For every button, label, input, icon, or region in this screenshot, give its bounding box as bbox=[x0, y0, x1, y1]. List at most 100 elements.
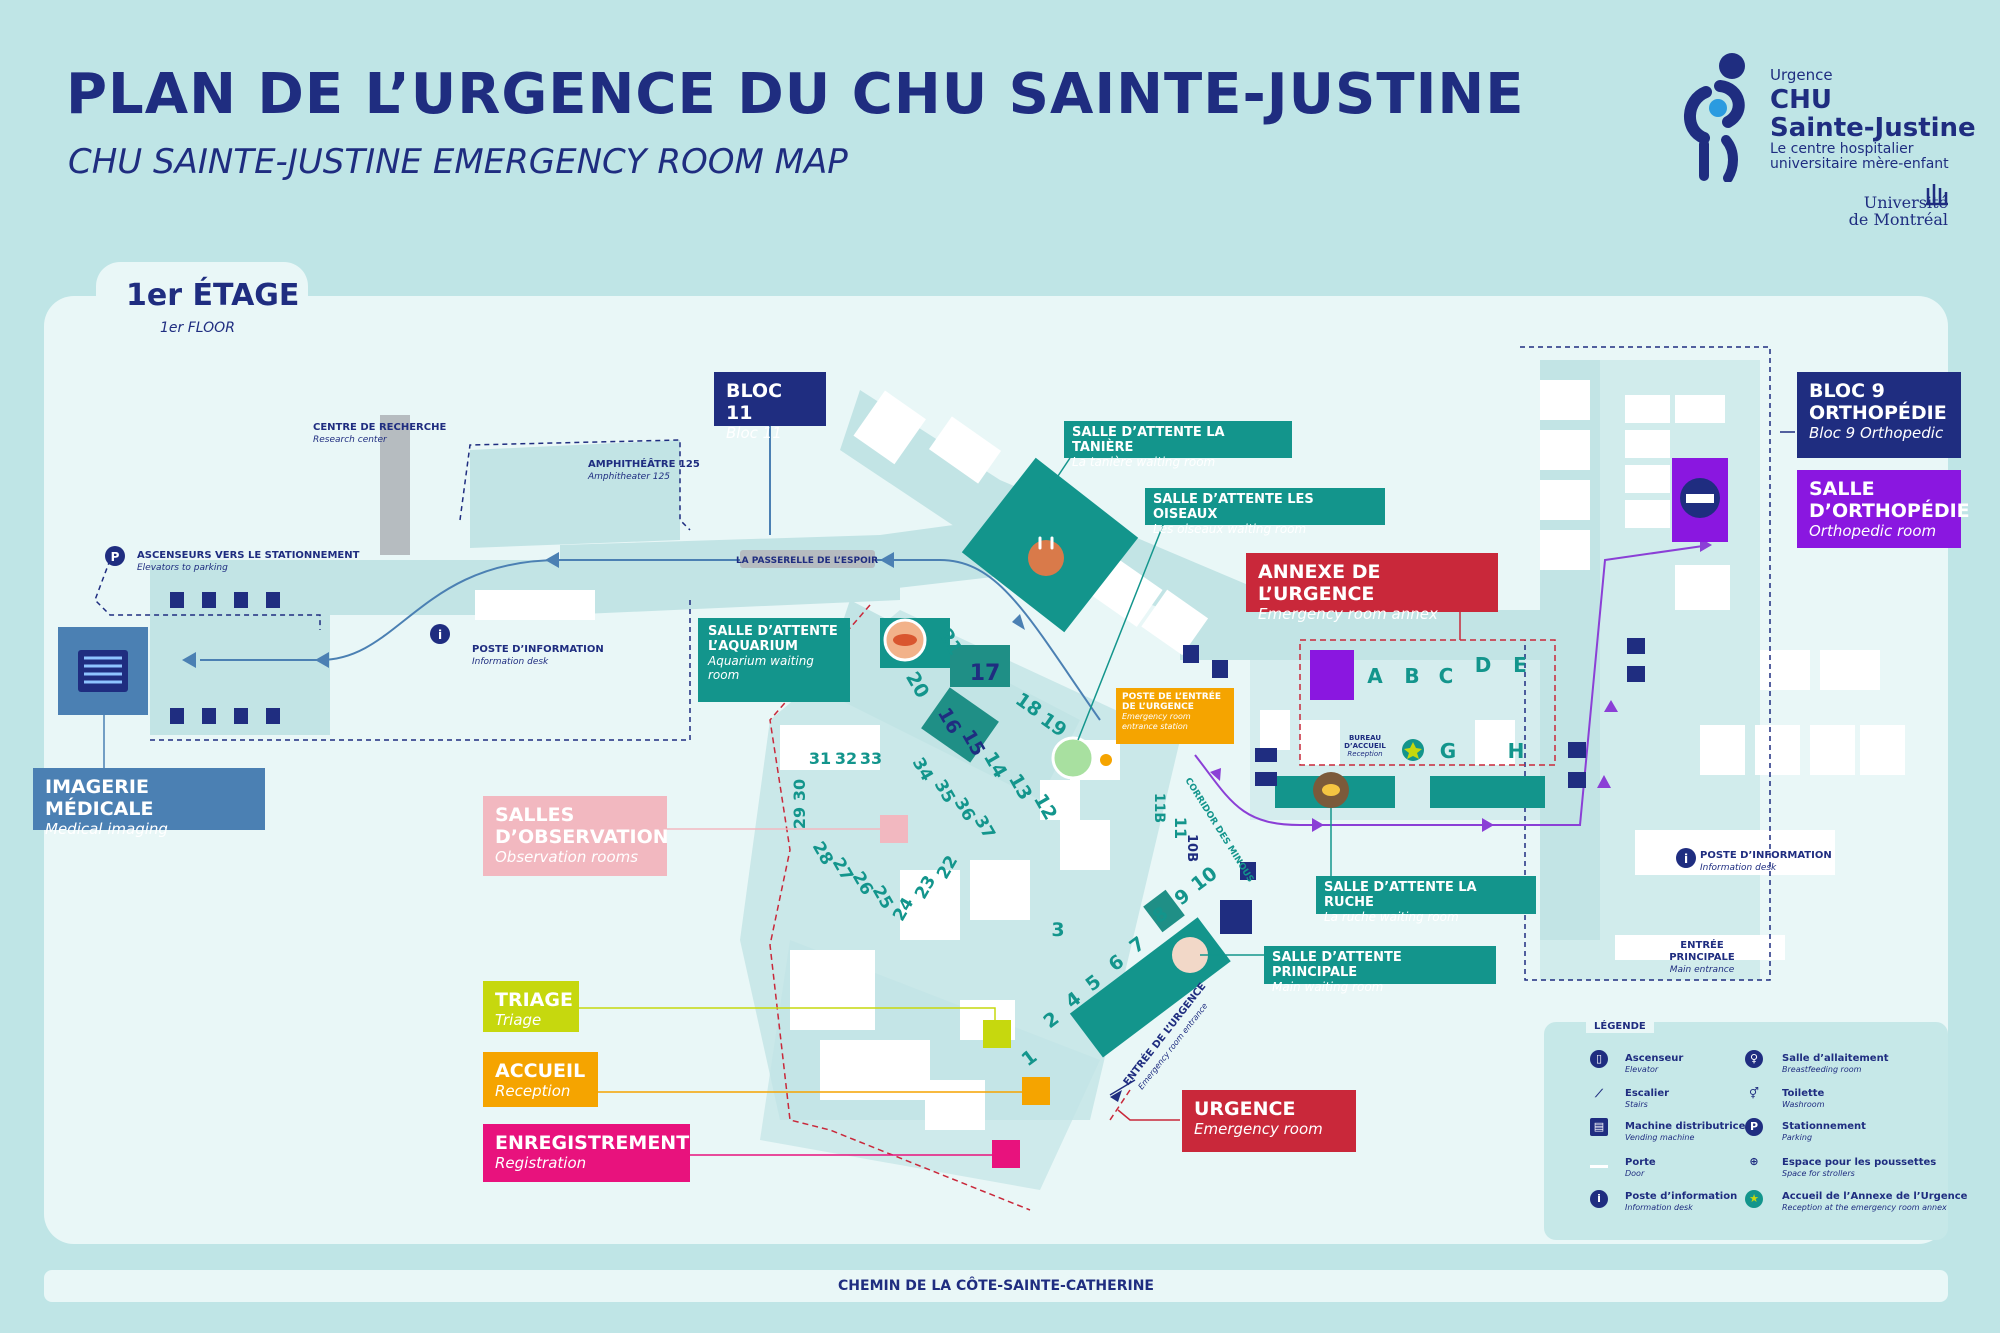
page-subtitle: CHU SAINTE-JUSTINE EMERGENCY ROOM MAP bbox=[68, 142, 848, 182]
registration-marker bbox=[992, 1140, 1020, 1168]
legend-label-en: Door bbox=[1625, 1169, 1645, 1178]
accueil-fr: ACCUEIL bbox=[495, 1060, 586, 1082]
udem-crest-icon bbox=[1926, 184, 1948, 206]
amphitheater-fr: AMPHITHÉÂTRE 125 bbox=[588, 459, 700, 470]
taniere-fr: SALLE D’ATTENTE LA TANIÈRE bbox=[1072, 425, 1225, 455]
floor-label: 1er ÉTAGE bbox=[126, 278, 300, 313]
room-label: 10B bbox=[1184, 834, 1199, 862]
annex-purple-sign bbox=[1310, 650, 1354, 700]
room-label: 3 bbox=[1051, 919, 1064, 941]
room-block bbox=[380, 415, 410, 555]
taniere-tag: SALLE D’ATTENTE LA TANIÈRE La tanière wa… bbox=[1064, 421, 1292, 469]
room-block bbox=[1625, 430, 1670, 458]
page-title: PLAN DE L’URGENCE DU CHU SAINTE-JUSTINE bbox=[66, 62, 1525, 127]
legend-label: Machine distributrice bbox=[1625, 1121, 1746, 1132]
vending-icon bbox=[1255, 772, 1277, 786]
room-block bbox=[1810, 725, 1855, 775]
entrance-station-tag: POSTE DE L’ENTRÉE DE L’URGENCE Emergency… bbox=[1116, 688, 1234, 744]
room-15-16-highlight bbox=[921, 687, 999, 763]
info-desk-fr: POSTE D’INFORMATION bbox=[472, 644, 604, 655]
entrance-station-fr: POSTE DE L’ENTRÉE DE L’URGENCE bbox=[1122, 692, 1222, 712]
imaging-en: Medical imaging bbox=[45, 820, 168, 838]
imaging-tag: IMAGERIE MÉDICALE Medical imaging bbox=[33, 768, 265, 838]
arrow-right bbox=[1312, 818, 1324, 832]
main-entrance-en: Main entrance bbox=[1669, 965, 1735, 975]
bloc9-en: Bloc 9 Orthopedic bbox=[1809, 424, 1944, 442]
legend-label-en: Vending machine bbox=[1625, 1133, 1695, 1142]
room-label: H bbox=[1508, 739, 1525, 763]
svg-text:i: i bbox=[1684, 852, 1688, 866]
room-block bbox=[970, 860, 1030, 920]
main-waiting-icon bbox=[1172, 937, 1208, 973]
arrow-up bbox=[1597, 775, 1611, 788]
ruche-tag: SALLE D’ATTENTE LA RUCHE La ruche waitin… bbox=[1316, 876, 1536, 924]
udem-line-2: de Montréal bbox=[1848, 210, 1948, 229]
service-icons bbox=[170, 592, 1645, 880]
oiseaux-en: Les oiseaux waiting room bbox=[1153, 522, 1307, 536]
room-block bbox=[1540, 380, 1590, 420]
room-block bbox=[820, 1040, 930, 1100]
ortho-en: Orthopedic room bbox=[1809, 522, 1937, 540]
legend-label-en: Information desk bbox=[1625, 1203, 1693, 1212]
room-block bbox=[1040, 780, 1080, 820]
urgence-fr: URGENCE bbox=[1194, 1098, 1296, 1120]
door-icon bbox=[1568, 772, 1586, 788]
imaging-fr: IMAGERIE MÉDICALE bbox=[45, 776, 154, 820]
triage-en: Triage bbox=[495, 1011, 542, 1029]
svg-text:i: i bbox=[438, 628, 442, 642]
annexe-en: Emergency room annex bbox=[1258, 605, 1438, 623]
room-block bbox=[1625, 500, 1670, 528]
elevator-icon: ▯ bbox=[1590, 1050, 1608, 1068]
elevator-icon bbox=[202, 592, 216, 608]
elevators-en: Elevators to parking bbox=[137, 563, 228, 573]
breastfeeding-icon: ♀ bbox=[1745, 1050, 1763, 1068]
bloc9-fr: BLOC 9 ORTHOPÉDIE bbox=[1809, 380, 1947, 424]
door-icon bbox=[1627, 666, 1645, 682]
room-label: 10 bbox=[1187, 862, 1221, 895]
room-block bbox=[1675, 395, 1725, 423]
annex-waiting-area bbox=[1430, 776, 1545, 808]
room-block bbox=[1615, 935, 1785, 960]
chu-logo-icon bbox=[1684, 53, 1745, 182]
outline-elevators bbox=[94, 559, 321, 630]
legend-label-en: Elevator bbox=[1625, 1065, 1659, 1074]
principale-en: Main waiting room bbox=[1272, 980, 1384, 994]
room-9-tile bbox=[1220, 900, 1252, 934]
room-label: 33 bbox=[860, 749, 882, 768]
bloc11-fr: BLOC 11 bbox=[726, 380, 783, 424]
logo-chu: CHU Sainte-Justine bbox=[1770, 86, 1976, 142]
svg-text:P: P bbox=[111, 550, 120, 564]
reception-desk-label: BUREAU D’ACCUEIL Reception bbox=[1335, 734, 1395, 758]
corridor-label: CORRIDOR DES MINOUS bbox=[1182, 776, 1255, 884]
registration-tag: ENREGISTREMENT Registration bbox=[483, 1124, 690, 1182]
leader-lines bbox=[103, 380, 1795, 1168]
main-entrance-label: ENTRÉE PRINCIPALE Main entrance bbox=[1652, 940, 1752, 976]
observation-en: Observation rooms bbox=[495, 848, 639, 866]
elevators-fr: ASCENSEURS VERS LE STATIONNEMENT bbox=[137, 550, 360, 561]
room-label: C bbox=[1439, 664, 1454, 688]
room-block bbox=[1300, 720, 1340, 765]
logo-tagline-1: Le centre hospitalier bbox=[1770, 141, 1914, 157]
legend-label-en: Stairs bbox=[1625, 1100, 1648, 1109]
ortho-tag: SALLE D’ORTHOPÉDIE Orthopedic room bbox=[1797, 470, 1970, 548]
room-label: G bbox=[1440, 739, 1456, 763]
room-block bbox=[1540, 430, 1590, 470]
leader-urgence bbox=[1117, 1109, 1180, 1121]
elevator-icon bbox=[234, 708, 248, 724]
logo-urgence: Urgence bbox=[1770, 66, 1833, 84]
triage-marker bbox=[983, 1020, 1011, 1048]
room-block bbox=[1475, 720, 1515, 765]
street-label: CHEMIN DE LA CÔTE-SAINTE-CATHERINE bbox=[838, 1278, 1154, 1294]
room-block bbox=[1540, 530, 1590, 570]
amphitheater-en: Amphitheater 125 bbox=[588, 472, 670, 482]
leader-entrance bbox=[1109, 1079, 1136, 1096]
room-block bbox=[928, 416, 1002, 484]
legend-label-en: Breastfeeding room bbox=[1782, 1065, 1862, 1074]
registration-fr: ENREGISTREMENT bbox=[495, 1132, 690, 1154]
legend-label: Stationnement bbox=[1782, 1121, 1866, 1132]
